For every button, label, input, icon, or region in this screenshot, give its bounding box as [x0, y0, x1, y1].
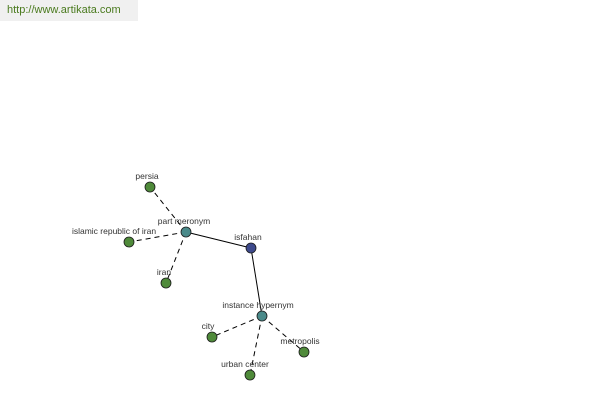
node-label-metropolis: metropolis [280, 336, 319, 346]
node-label-instance-hypernym: instance hypernym [222, 300, 293, 310]
node-isfahan[interactable]: isfahan [234, 232, 262, 254]
site-url[interactable]: http://www.artikata.com [0, 0, 138, 21]
node-marker-islamic-republic-of-iran[interactable] [123, 236, 135, 248]
node-marker-part-meronym[interactable] [180, 226, 192, 238]
node-label-iran: iran [157, 267, 171, 277]
node-iran[interactable]: iran [157, 267, 172, 289]
node-label-city: city [202, 321, 216, 331]
node-city[interactable]: city [202, 321, 218, 343]
node-persia[interactable]: persia [135, 171, 159, 193]
node-marker-urban-center[interactable] [244, 369, 256, 381]
edges-layer [128, 186, 305, 376]
node-label-isfahan: isfahan [234, 232, 262, 242]
node-marker-isfahan[interactable] [245, 242, 257, 254]
node-label-urban-center: urban center [221, 359, 269, 369]
node-marker-instance-hypernym[interactable] [256, 310, 268, 322]
edge-instance-hypernym-to-city [211, 315, 263, 338]
node-marker-persia[interactable] [144, 181, 156, 193]
node-label-persia: persia [135, 171, 158, 181]
node-urban-center[interactable]: urban center [221, 359, 269, 381]
node-metropolis[interactable]: metropolis [280, 336, 320, 358]
edge-isfahan-to-instance-hypernym [250, 247, 263, 317]
node-marker-metropolis[interactable] [298, 346, 310, 358]
node-label-part-meronym: part meronym [158, 216, 210, 226]
node-marker-city[interactable] [206, 331, 218, 343]
edge-part-meronym-to-persia [149, 186, 187, 233]
node-part-meronym[interactable]: part meronym [158, 216, 210, 238]
edge-instance-hypernym-to-metropolis [261, 315, 305, 353]
edge-instance-hypernym-to-urban-center [249, 315, 263, 376]
edge-isfahan-to-part-meronym [185, 231, 252, 249]
nodes-layer: isfahan part meronym instance hypernym pers… [72, 171, 320, 381]
edge-part-meronym-to-iran [165, 231, 187, 284]
node-instance-hypernym[interactable]: instance hypernym [222, 300, 294, 322]
node-marker-iran[interactable] [160, 277, 172, 289]
edge-part-meronym-to-islamic-republic-of-iran [128, 231, 187, 243]
node-islamic-republic-of-iran[interactable]: islamic republic of iran [72, 226, 156, 248]
node-label-islamic-republic-of-iran: islamic republic of iran [72, 226, 156, 236]
